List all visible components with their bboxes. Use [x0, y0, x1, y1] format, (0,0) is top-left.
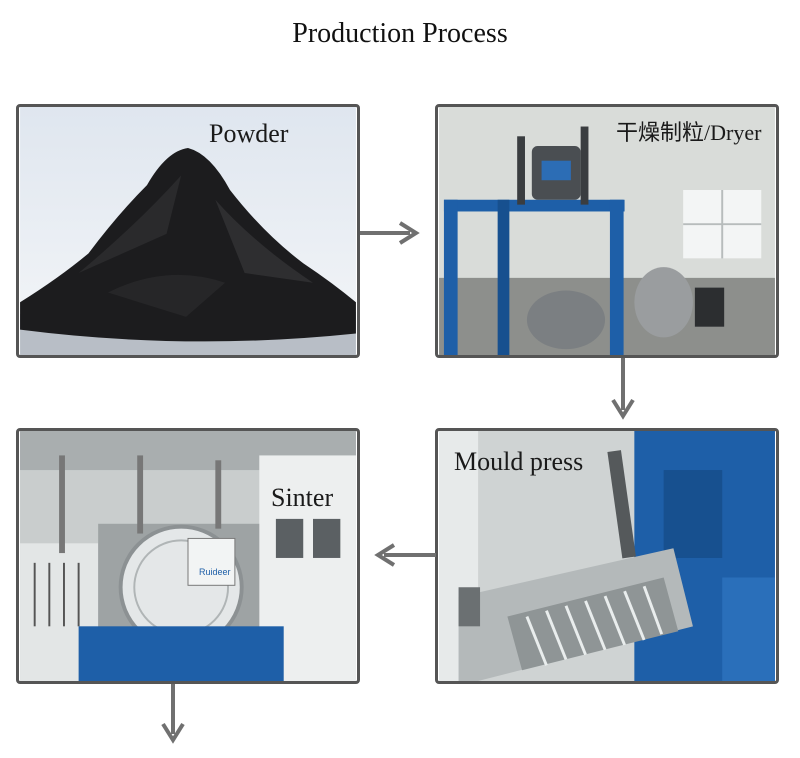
- step-dryer-panel: 干燥制粒/Dryer: [435, 104, 779, 358]
- step-label: Mould press: [454, 447, 584, 476]
- step-label: Sinter: [271, 483, 334, 512]
- step-mould-press-panel: Mould press: [435, 428, 779, 684]
- dryer-image: [439, 107, 775, 355]
- mould-press-image: [439, 431, 775, 681]
- arrow-down-icon: [611, 358, 635, 420]
- arrow-down-icon: [161, 684, 185, 744]
- page-title: Production Process: [292, 18, 508, 49]
- brand-badge-text: Ruideer: [199, 567, 231, 577]
- sinter-furnace-image: [20, 431, 356, 681]
- step-label: 干燥制粒/Dryer: [616, 120, 762, 145]
- step-sinter-panel: Sinter Ruideer: [16, 428, 360, 684]
- step-label: Powder: [209, 119, 289, 148]
- step-powder-panel: Powder: [16, 104, 360, 358]
- arrow-right-icon: [360, 221, 420, 245]
- powder-image: [20, 107, 356, 355]
- arrow-left-icon: [374, 543, 436, 567]
